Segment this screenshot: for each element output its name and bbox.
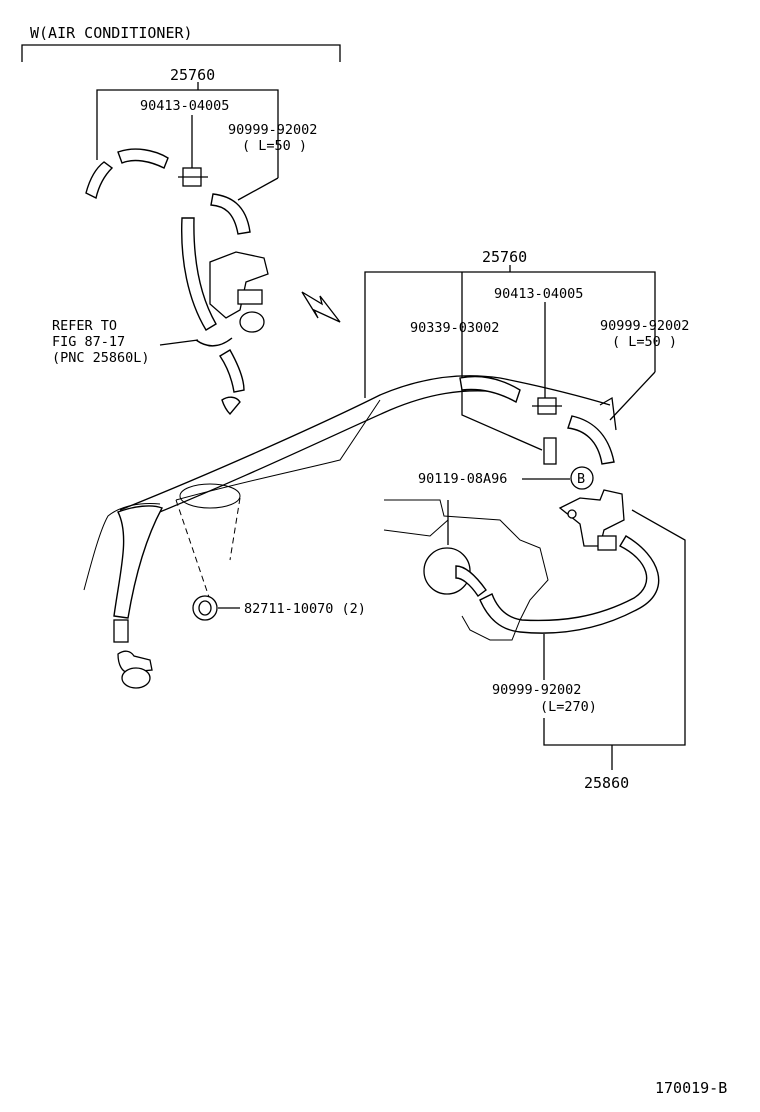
- body-outline-top: [119, 375, 611, 511]
- refer-line-2: FIG 87-17: [52, 334, 125, 350]
- engine-outline: [384, 499, 549, 641]
- figure-code: 170019-B: [655, 1079, 727, 1097]
- variant-label: W(AIR CONDITIONER): [30, 24, 193, 42]
- body-outline-inner: [139, 390, 501, 521]
- upper-hose-tail: [219, 349, 245, 393]
- upper-assembly-bracket: [96, 89, 279, 178]
- upper-hose-loop: [195, 337, 233, 347]
- hose-connector: [113, 619, 129, 643]
- lower-part-b-label: 90999-92002: [600, 318, 689, 334]
- upper-hose-right: [210, 193, 251, 235]
- fender-outline: [83, 503, 161, 591]
- lower-part-f-length: (L=270): [540, 699, 597, 715]
- clip-dash-lines: [175, 497, 241, 601]
- marker-b-circle: [570, 466, 594, 490]
- direction-arrow-icon: [301, 291, 341, 323]
- lower-hose-short: [567, 415, 615, 465]
- lower-hose-long: [479, 535, 660, 634]
- lower-assembly-number: 25760: [482, 248, 527, 266]
- body-frame-line: [175, 399, 381, 501]
- upper-hose-end: [221, 396, 241, 416]
- lower-hose-top: [459, 375, 521, 404]
- lower-bracket-edge: [599, 396, 617, 431]
- lower-part-d-label: 90119-08A96: [418, 471, 507, 487]
- canister-hose: [455, 565, 487, 598]
- lower-vsv-body: [558, 489, 625, 547]
- lower-check-valve: [543, 437, 557, 465]
- upper-vsv-port: [237, 289, 263, 305]
- refer-leader: [159, 339, 199, 346]
- lower-part-f-label: 90999-92002: [492, 682, 581, 698]
- marker-b-label: B: [577, 471, 585, 487]
- hood-detail-oval: [179, 483, 241, 509]
- upper-part-b-length: ( L=50 ): [242, 138, 307, 154]
- lower-part-c-leader: [461, 272, 543, 451]
- upper-vsv-body: [209, 251, 269, 319]
- upper-assembly-number: 25760: [170, 66, 215, 84]
- fender-spiral-hose: [113, 505, 163, 619]
- lower-vsv-bolt: [567, 509, 577, 519]
- upper-part-b-leader: [237, 177, 279, 201]
- lower-part-c-label: 90339-03002: [410, 320, 499, 336]
- lower-part-e-label: 82711-10070 (2): [244, 601, 366, 617]
- engine-line: [383, 519, 449, 537]
- upper-hose-left: [85, 161, 114, 200]
- lower-part-b-leader: [609, 371, 656, 421]
- canister-icon: [423, 547, 471, 595]
- refer-line-3: (PNC 25860L): [52, 350, 150, 366]
- upper-part-a-label: 90413-04005: [140, 98, 229, 114]
- lower-vsv-port: [597, 535, 617, 551]
- assembly-2-bracket: [543, 509, 686, 746]
- upper-part-b-label: 90999-92002: [228, 122, 317, 138]
- refer-line-1: REFER TO: [52, 318, 117, 334]
- variant-bracket: [21, 44, 341, 62]
- assembly-2-number: 25860: [584, 774, 629, 792]
- hose-clip-hole: [198, 600, 212, 616]
- upper-hose-mid: [117, 148, 169, 169]
- hose-clamp-end: [117, 650, 153, 673]
- lower-part-a-label: 90413-04005: [494, 286, 583, 302]
- hose-bottom-fitting: [121, 667, 151, 689]
- upper-vsv-coil: [239, 311, 265, 333]
- lower-part-b-length: ( L=50 ): [612, 334, 677, 350]
- upper-hose-long: [181, 217, 217, 331]
